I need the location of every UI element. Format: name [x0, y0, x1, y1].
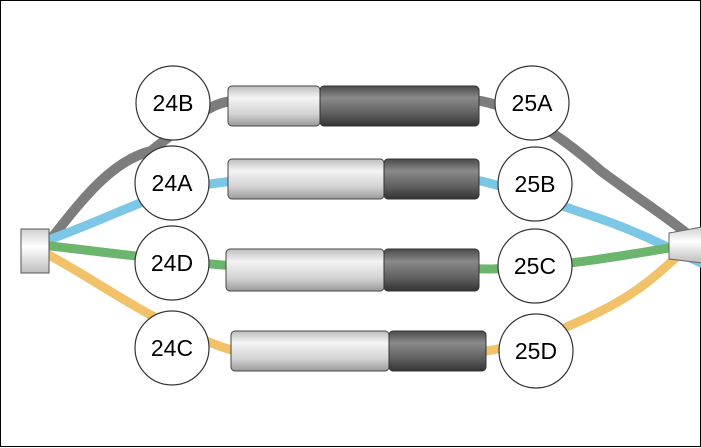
- left-plug: [20, 228, 50, 274]
- label-25d: 25D: [515, 338, 557, 364]
- right-plug: [668, 226, 701, 264]
- label-circle-24b: [135, 65, 211, 141]
- connector-24a-25b: [227, 158, 480, 200]
- label-25a: 25A: [512, 90, 554, 116]
- label-24b: 24B: [153, 90, 194, 116]
- label-circle-24c: [134, 310, 210, 386]
- label-24a: 24A: [152, 170, 194, 196]
- label-25b: 25B: [515, 171, 556, 197]
- connector-24c-25d: [230, 330, 487, 372]
- label-circle-25c: [497, 228, 573, 304]
- label-circle-25a: [494, 65, 570, 141]
- label-circle-24d: [134, 225, 210, 301]
- label-circle-25d: [498, 313, 574, 389]
- label-24c: 24C: [151, 335, 193, 361]
- label-circle-25b: [497, 146, 573, 222]
- label-25c: 25C: [514, 253, 556, 279]
- connector-24d-25c: [225, 248, 480, 292]
- connector-24b-25a: [227, 85, 480, 127]
- wire-gray: [46, 96, 701, 251]
- label-circle-24a: [134, 145, 210, 221]
- label-24d: 24D: [151, 250, 193, 276]
